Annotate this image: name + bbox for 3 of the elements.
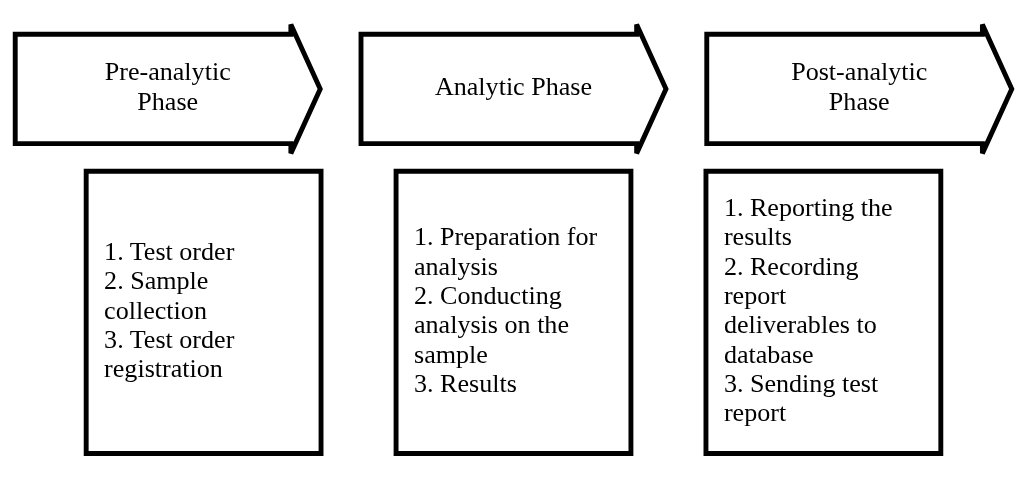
node-box: 1. Reporting the results 2. Recording report deliverables to database 3. Sending test report <box>703 168 944 456</box>
node-box: 1. Preparation for analysis 2. Conducting analysis on the sample 3. Results <box>393 168 634 456</box>
node-box: 1. Test order 2. Sample collection 3. Test order registration <box>83 168 324 456</box>
